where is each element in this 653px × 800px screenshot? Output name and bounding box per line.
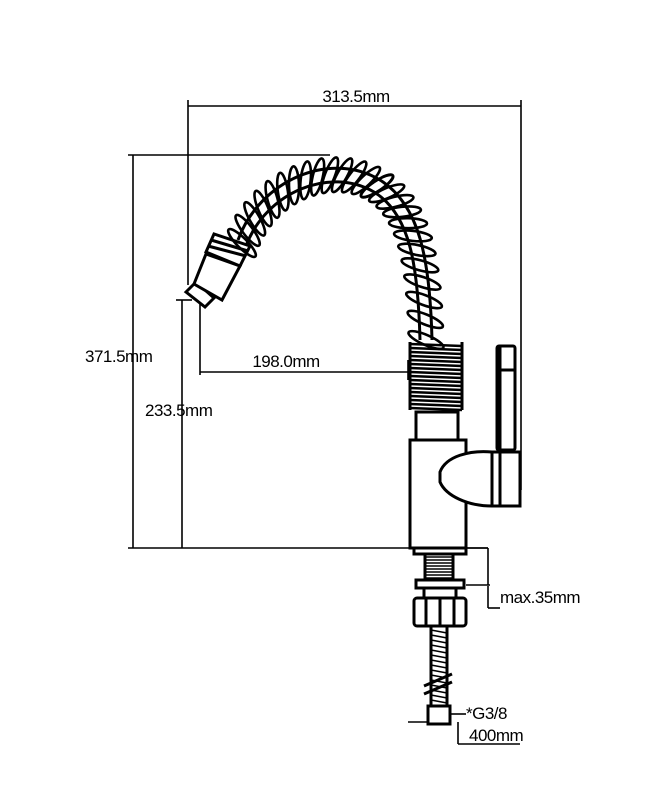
braid-line	[430, 664, 448, 669]
braid-line	[430, 699, 448, 704]
neck-coil-band	[409, 390, 463, 396]
braid-line	[430, 669, 448, 674]
overall-height-label: 371.5mm	[85, 347, 153, 366]
neck-coil-band	[409, 346, 463, 352]
overall-width-dimension: 313.5mm	[187, 87, 522, 490]
coil-loop	[243, 200, 267, 237]
hose-length-label: 400mm	[469, 726, 524, 745]
coil-loop	[387, 216, 429, 230]
neck-coil-band	[409, 366, 463, 372]
coil-loop	[264, 179, 281, 220]
neck-coil-band	[409, 358, 463, 364]
neck-coil-band	[409, 398, 463, 404]
spout-holder	[495, 344, 517, 452]
neck-coil-band	[409, 354, 463, 360]
neck-coil-band	[409, 350, 463, 356]
braid-line	[430, 639, 448, 644]
coil-loop	[226, 227, 258, 259]
thread-label: *G3/8	[466, 704, 507, 723]
thread-lines	[425, 556, 453, 582]
coil-loop	[287, 164, 301, 206]
braid-line	[430, 644, 448, 649]
spout-reach-label: 198.0mm	[252, 352, 320, 371]
mounting-assembly	[412, 546, 490, 628]
spout-height-dimension: 233.5mm	[145, 299, 213, 548]
spout-reach-dimension: 198.0mm	[199, 300, 409, 380]
coil-loop	[275, 171, 290, 212]
overall-width-label: 313.5mm	[322, 87, 390, 106]
coil-loop	[299, 160, 313, 201]
coil-loop	[396, 242, 437, 258]
coil-loop	[400, 257, 440, 274]
braid-line	[430, 654, 448, 659]
neck-coil-band	[409, 362, 463, 368]
spring-hose	[226, 156, 445, 351]
neck-coil-band	[409, 394, 463, 400]
connection-dimension: *G3/8 400mm	[450, 704, 524, 745]
braid-line	[430, 694, 448, 699]
braid-line	[430, 634, 448, 639]
deck-thickness-dimension: max.35mm	[487, 586, 581, 609]
coil-loop	[381, 205, 423, 219]
neck-coils	[409, 342, 463, 412]
neck-coil-band	[409, 402, 463, 408]
spray-head	[183, 232, 253, 310]
coil-loop	[392, 229, 434, 243]
braid-line	[430, 659, 448, 664]
neck-coil-band	[409, 342, 463, 348]
braid-line	[430, 649, 448, 654]
neck-coil-band	[409, 406, 463, 412]
neck-coil-band	[409, 386, 463, 392]
neck-coil-band	[409, 382, 463, 388]
spout-height-label: 233.5mm	[145, 401, 213, 420]
deck-thickness-label: max.35mm	[500, 588, 580, 607]
spring-coils	[226, 156, 445, 351]
coil-loop	[253, 189, 273, 228]
coil-loop	[406, 309, 445, 330]
spring-neck	[408, 342, 464, 412]
neck-coil-band	[409, 374, 463, 380]
supply-hose	[408, 624, 453, 726]
braid-line	[430, 629, 448, 634]
faucet-body	[408, 410, 522, 550]
neck-coil-band	[409, 370, 463, 376]
coil-loop	[402, 273, 442, 291]
neck-coil-band	[409, 378, 463, 384]
coil-loop	[404, 290, 444, 310]
hose-braid	[430, 629, 448, 704]
coil-loop	[234, 213, 262, 248]
